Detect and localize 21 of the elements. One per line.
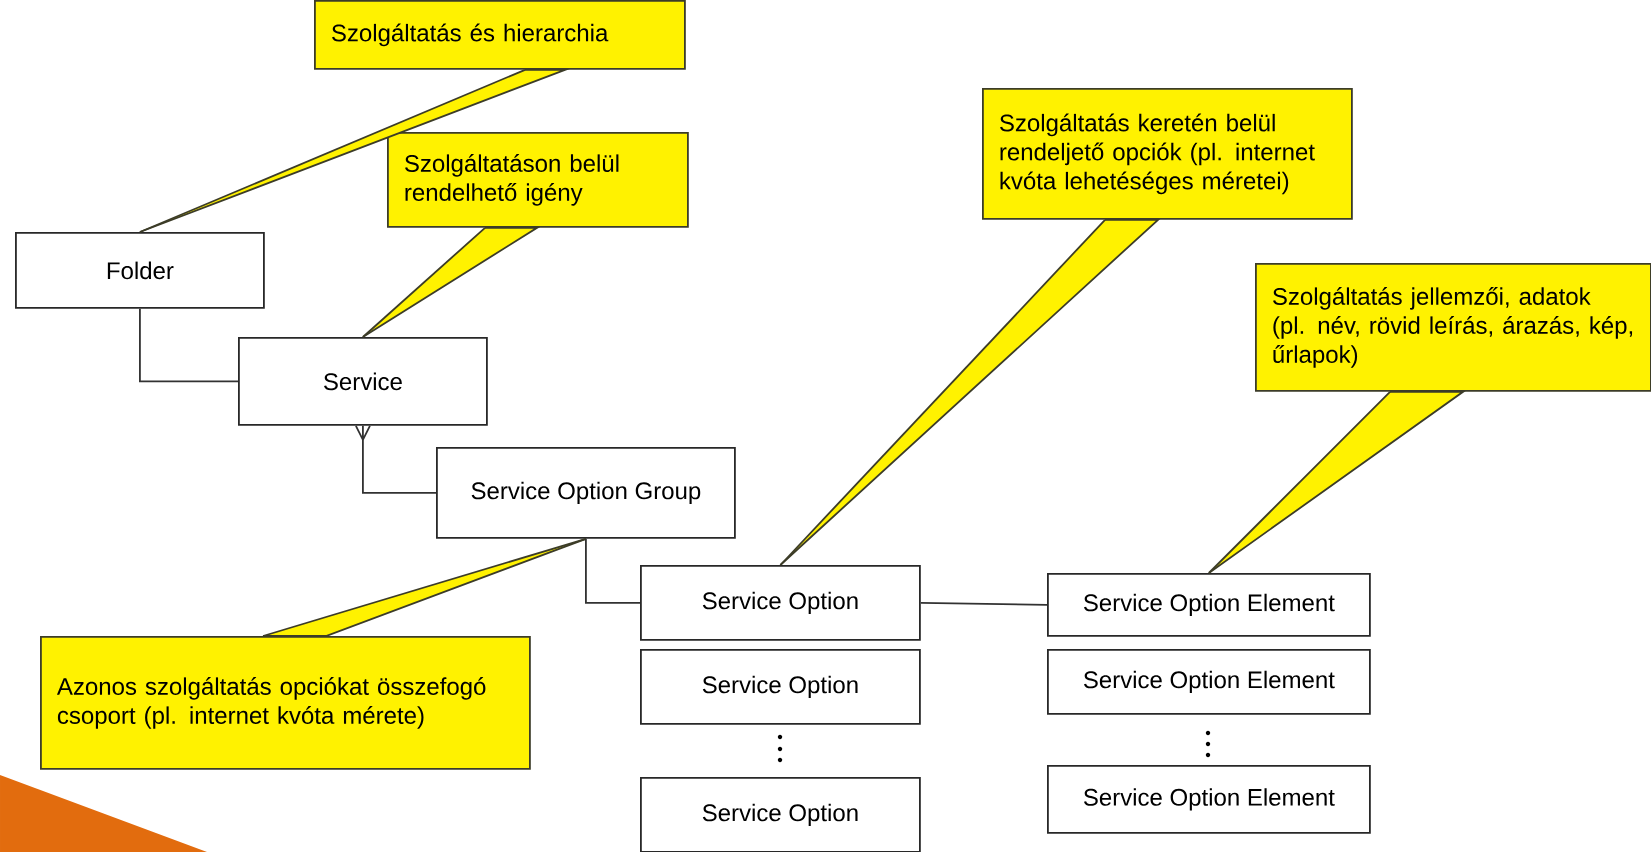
- entity-box: Service Option: [640, 565, 921, 641]
- entity-box: Service: [238, 337, 488, 426]
- entity-box: Folder: [15, 232, 265, 309]
- connector: [585, 537, 641, 604]
- callout-pointer: [139, 68, 570, 233]
- callout-pointer: [362, 226, 541, 338]
- callout-box: Szolgáltatás jellemzői, adatok (pl. név, rövid leírás, árazás, kép, űrlapok): [1255, 263, 1651, 392]
- callout-box: Szolgáltatáson belül rendelhető igény: [387, 132, 689, 228]
- callout-pointer: [1208, 390, 1466, 574]
- callout-box: Szolgáltatás keretén belül rendeljető opciók (pl. internet kvóta lehetéséges méretei): [982, 88, 1353, 220]
- connector: [139, 307, 239, 383]
- entity-box: Service Option: [640, 777, 921, 852]
- callout-box: Szolgáltatás és hierarchia: [314, 0, 686, 70]
- connector: [355, 424, 437, 494]
- entity-box: Service Option Group: [436, 447, 736, 539]
- callout-pointer: [779, 218, 1161, 566]
- connector: [919, 602, 1048, 606]
- entity-box: Service Option Element: [1047, 649, 1371, 715]
- entity-box: Service Option Element: [1047, 765, 1371, 834]
- entity-box: Service Option: [640, 649, 921, 725]
- entity-box: Service Option Element: [1047, 573, 1371, 637]
